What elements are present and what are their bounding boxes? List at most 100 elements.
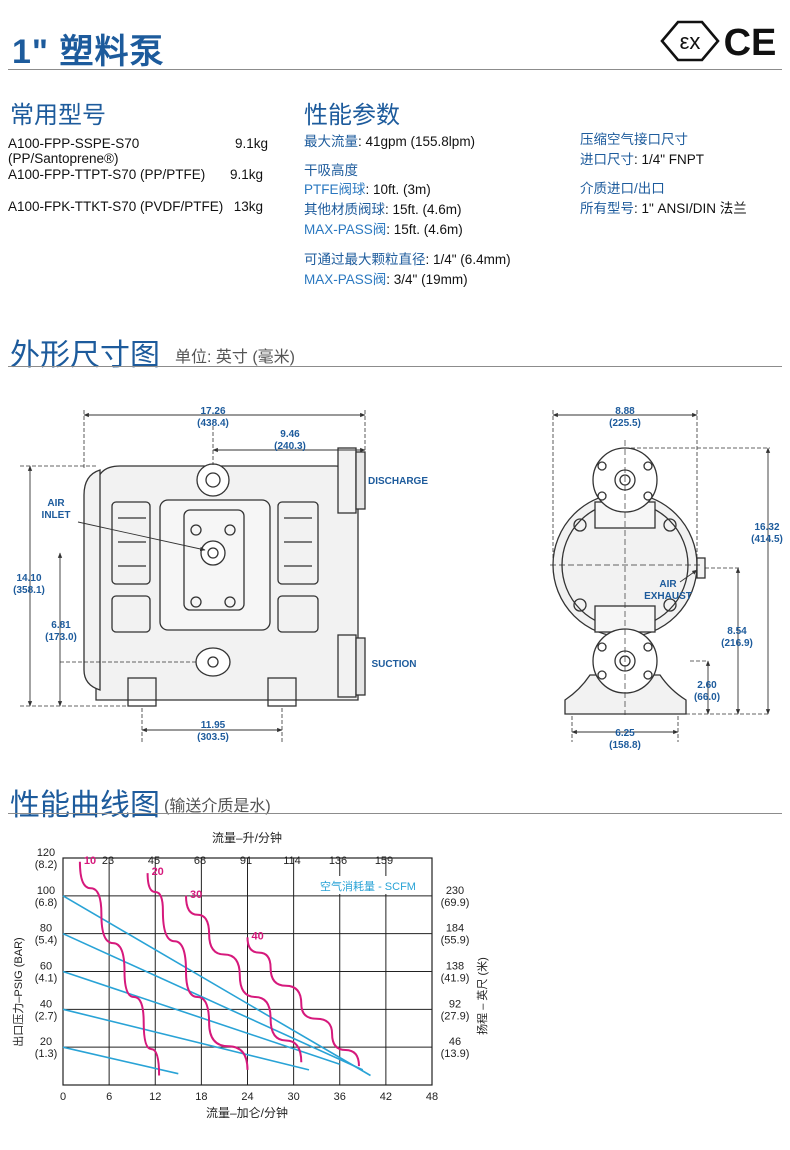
bottom-axis-title: 流量–加仑/分钟 [206,1105,288,1120]
curve-subheading: (输送介质是水) [164,798,271,815]
x-tick-label: 24 [241,1091,253,1103]
side-height-label: 16.32 [754,522,779,533]
particle-maxpass: MAX-PASS阀: 3/4" (19mm) [304,270,468,290]
exhaust-height-mm: (216.9) [721,638,753,649]
overall-width-mm: (438.4) [197,418,229,429]
dry-lift-maxpass: MAX-PASS阀: 15ft. (4.6m) [304,220,463,240]
performance-heading: 性能参数 [304,102,400,129]
particle-label: 可通过最大颗粒直径 [304,252,426,267]
right-tick-ft: 46 [449,1036,461,1048]
side-view-dimensions [552,410,770,742]
front-view-dimensions [20,410,366,742]
y-tick-bar: (2.7) [35,1010,58,1022]
half-width-label: 9.46 [280,429,300,440]
right-axis-title: 扬程 – 英尺 (米) [475,957,489,1035]
exhaust-height-label: 8.54 [727,626,747,637]
curve-heading: 性能曲线图 [10,789,160,822]
top-tick-label: 45 [148,855,160,867]
pressure-line [62,895,371,1077]
y-tick-bar: (8.2) [35,859,58,871]
y-tick-psi: 40 [40,998,52,1010]
top-tick-label: 136 [329,855,347,867]
y-tick-psi: 120 [37,847,55,859]
ex-text: εx [680,29,701,54]
x-tick-label: 12 [149,1091,161,1103]
all-models-connection: 所有型号: 1" ANSI/DIN 法兰 [580,199,747,219]
air-curve-40 [246,937,360,1067]
right-tick-ft: 92 [449,998,461,1010]
y-tick-bar: (4.1) [35,973,58,985]
pressure-line [62,970,341,1065]
max-flow: 最大流量: 41gpm (155.8lpm) [304,132,475,152]
left-axis-title: 出口压力–PSIG (BAR) [11,937,25,1046]
y-tick-bar: (1.3) [35,1048,58,1060]
atex-ex-icon: εx [660,20,720,62]
x-tick-label: 42 [380,1091,392,1103]
side-height-mm: (414.5) [751,534,783,545]
right-tick-m: (55.9) [441,935,470,947]
air-consumption-legend: 空气消耗量 - SCFM [320,879,416,893]
ptfe-value: : 10ft. (3m) [365,182,431,197]
pump-front-view [83,447,366,707]
half-width-mm: (240.3) [274,441,306,452]
y-tick-bar: (5.4) [35,935,58,947]
model-weight: 13kg [233,199,263,214]
inlet-height-mm: (173.0) [45,632,77,643]
air-inlet-label-line2: INLET [42,510,71,521]
top-tick-label: 114 [283,855,301,867]
overall-width-label: 17.26 [200,406,225,417]
x-tick-label: 18 [195,1091,207,1103]
air-connection-heading: 压缩空气接口尺寸 [580,132,688,147]
model-weight: 9.1kg [234,136,268,151]
air-curve-label: 20 [152,866,164,878]
max-flow-label: 最大流量 [304,134,358,149]
top-tick-label: 68 [194,855,206,867]
right-tick-m: (41.9) [441,973,470,985]
air-inlet-label-line1: AIR [47,498,65,509]
all-models-label: 所有型号 [580,201,634,216]
legend-background [300,876,418,894]
y-tick-bar: (6.8) [35,897,58,909]
side-base-mm: (158.8) [609,740,641,751]
x-tick-label: 6 [106,1091,112,1103]
page-title: 1" 塑料泵 [12,33,165,71]
model-name: A100-FPP-TTPT-S70 (PP/PTFE) [8,167,206,182]
y-tick-psi: 80 [40,923,52,935]
x-tick-label: 0 [60,1091,66,1103]
y-tick-psi: 100 [37,885,55,897]
all-models-value: : 1" ANSI/DIN 法兰 [634,201,747,216]
model-name: A100-FPP-SSPE-S70 (PP/Santoprene®) [8,136,140,166]
right-tick-m: (13.9) [441,1048,470,1060]
discharge-label: DISCHARGE [368,476,428,487]
air-curve-30 [185,895,303,1063]
right-tick-m: (69.9) [441,897,470,909]
air-inlet-leader [77,521,206,552]
right-tick-m: (27.9) [441,1010,470,1022]
top-tick-label: 91 [240,855,252,867]
air-curve-20 [146,873,249,1070]
x-tick-label: 36 [334,1091,346,1103]
dimension-drawings: 17.26 (438.4) 9.46 (240.3) 14.10 (358.1)… [13,406,783,751]
pressure-line [62,932,364,1071]
y-tick-psi: 20 [40,1036,52,1048]
pressure-line [62,1008,310,1071]
air-curve-label: 30 [190,889,202,901]
inlet-label: 进口尺寸 [580,152,634,167]
base-width-mm: (303.5) [197,732,229,743]
dimensions-divider [8,366,782,367]
side-width-mm: (225.5) [609,418,641,429]
header-divider [8,69,782,70]
suction-label: SUCTION [372,659,417,670]
model-weight: 9.1kg [229,167,263,182]
bottom-height-mm: (66.0) [694,692,720,703]
air-exhaust-label-line1: AIR [659,579,677,590]
maxpass2-label: MAX-PASS阀 [304,272,387,287]
x-tick-label: 30 [288,1091,300,1103]
top-tick-label: 159 [375,855,393,867]
air-curve-label: 40 [252,930,264,942]
particle-value: : 1/4" (6.4mm) [425,252,511,267]
media-connection-heading: 介质进口/出口 [580,181,665,196]
maxpass2-value: : 3/4" (19mm) [386,272,468,287]
model-name: A100-FPK-TTKT-S70 (PVDF/PTFE) [8,199,224,214]
top-axis-title: 流量–升/分钟 [212,830,282,845]
